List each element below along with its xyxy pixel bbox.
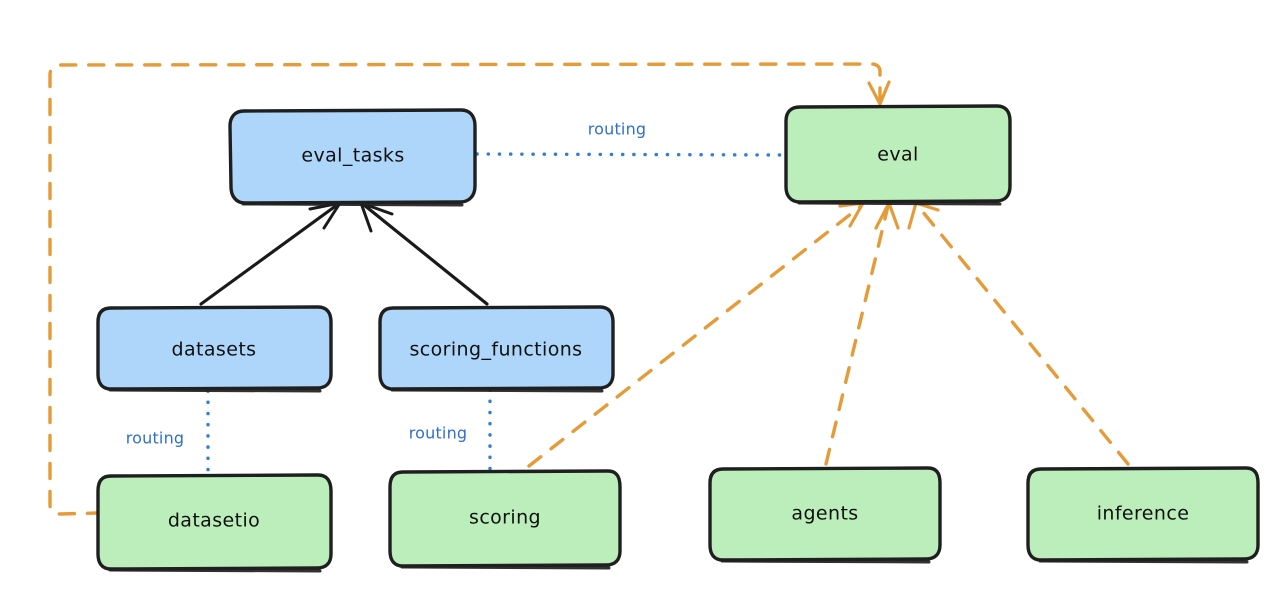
node-datasets-box (96, 305, 333, 391)
edge-eval-to-datasetio-path (48, 62, 882, 516)
edge-scoring_functions-to-eval_tasks-path (362, 203, 489, 306)
edge-group-dependencies (48, 62, 1130, 516)
node-datasetio-box (96, 473, 333, 571)
edge-inference-to-eval-path (916, 204, 1130, 466)
edge-group-routing (206, 152, 786, 475)
node-scoring_functions-box (378, 305, 615, 391)
node-inference[interactable]: inference (1026, 466, 1260, 564)
node-scoring-box (388, 469, 622, 568)
edge-datasets-to-eval_tasks[interactable] (199, 201, 342, 306)
edge-eval-to-datasetio[interactable] (48, 62, 891, 516)
node-eval_tasks-box (228, 108, 477, 205)
node-inference-box (1026, 466, 1260, 562)
node-agents[interactable]: agents (708, 466, 942, 564)
edge-inference-to-eval[interactable] (907, 201, 1130, 466)
node-eval-box (784, 104, 1012, 204)
edge-datasets-to-eval_tasks-path (199, 203, 339, 306)
edge-label-routing-datasets: routing (126, 429, 185, 448)
edge-label-routing-eval: routing (588, 120, 647, 139)
edge-agents-to-eval[interactable] (824, 201, 900, 466)
node-eval[interactable]: eval (784, 104, 1012, 206)
edge-scoring_functions-to-eval_tasks[interactable] (359, 201, 489, 306)
edge-group-composition (199, 201, 489, 306)
node-scoring_functions[interactable]: scoring_functions (378, 305, 615, 393)
edge-eval-to-datasetio-arrowhead (867, 80, 891, 106)
edge-scoring-to-eval-arrowhead (838, 201, 865, 228)
node-datasets[interactable]: datasets (96, 305, 333, 393)
node-eval_tasks[interactable]: eval_tasks (228, 108, 477, 207)
edge-eval_tasks-to-eval[interactable] (475, 152, 786, 157)
edge-agents-to-eval-path (824, 204, 890, 466)
node-datasetio[interactable]: datasetio (96, 473, 333, 573)
edge-eval_tasks-to-eval-path (475, 152, 786, 157)
edge-label-routing-scoring-functions: routing (409, 424, 468, 443)
node-scoring[interactable]: scoring (388, 469, 622, 570)
node-agents-box (708, 466, 942, 562)
edge-scoring-to-eval-path (527, 204, 863, 468)
